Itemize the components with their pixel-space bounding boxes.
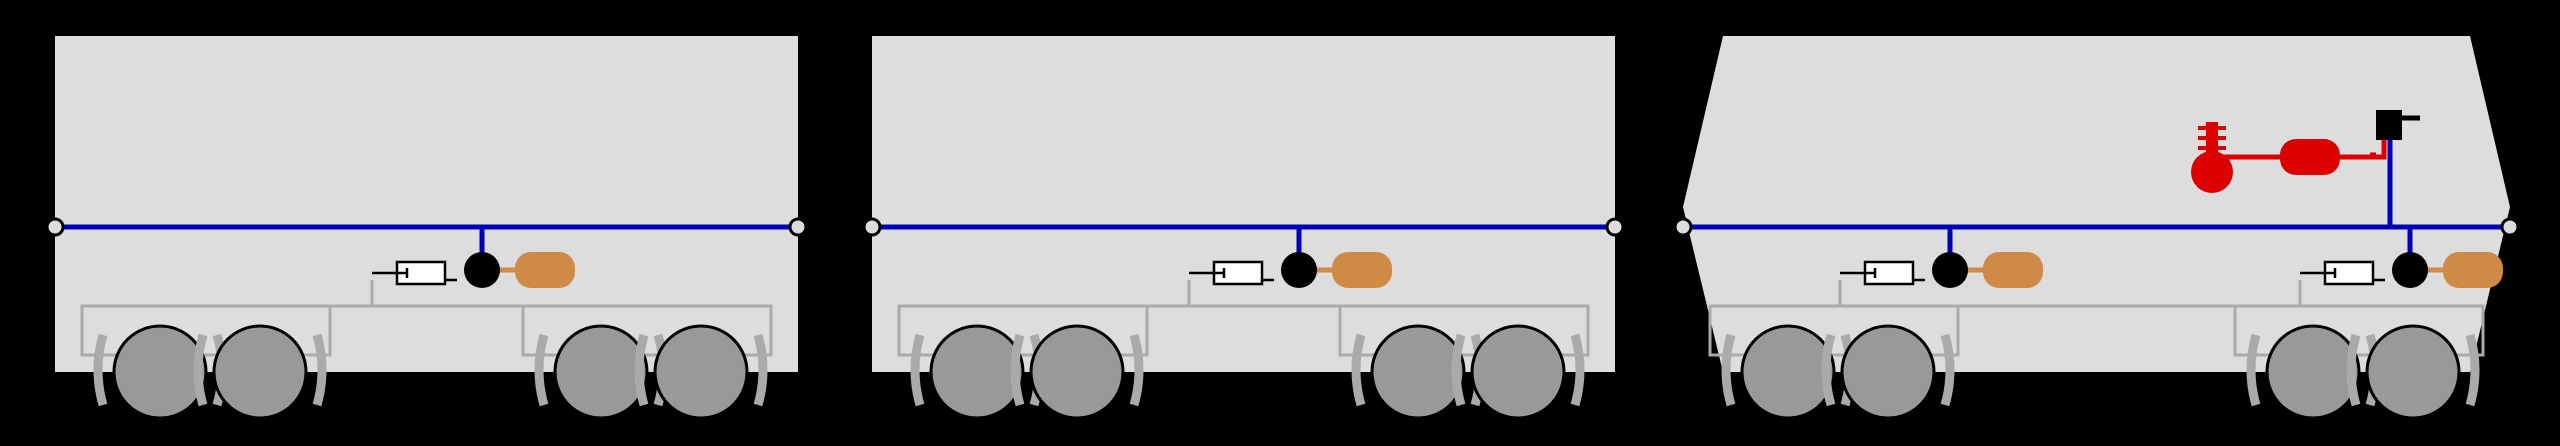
main-reservoir-icon xyxy=(2280,139,2340,175)
car-2 xyxy=(862,36,1625,420)
wheel-guard xyxy=(1351,333,1366,407)
compressor-cylinder xyxy=(2206,122,2218,162)
car-body xyxy=(1683,36,2510,372)
cylinder-piston-rod xyxy=(372,268,409,278)
wheel-guard xyxy=(193,333,208,407)
cylinder-piston-rod xyxy=(2300,268,2337,278)
hose-coupling-icon-right xyxy=(2500,217,2520,237)
wheel-icon xyxy=(212,324,308,420)
bogie xyxy=(2233,304,2485,420)
wheel-guard xyxy=(1129,333,1144,407)
bogie xyxy=(1708,304,1960,420)
wheel-guard xyxy=(753,333,768,407)
wheel-icon xyxy=(1029,324,1125,420)
supply-pipe xyxy=(2210,140,2387,160)
wheel-icon xyxy=(653,324,749,420)
distributor-valve-icon xyxy=(2392,252,2428,288)
hose-coupling-icon-left xyxy=(45,217,65,237)
bogie-frame xyxy=(2233,304,2485,357)
hose-coupling-icon-right xyxy=(788,217,808,237)
brake-unit xyxy=(370,227,575,306)
bogie xyxy=(1338,304,1590,420)
wheel-icon xyxy=(1740,324,1836,420)
brake-unit xyxy=(2298,227,2503,306)
cylinder-piston-rod xyxy=(1840,268,1877,278)
wheel-icon xyxy=(1370,324,1466,420)
distributor-valve-icon xyxy=(1281,252,1317,288)
wheel-guard xyxy=(1570,333,1585,407)
brake-unit xyxy=(1187,227,1392,306)
bogie-frame xyxy=(1338,304,1590,357)
wheel-guard xyxy=(634,333,649,407)
bogie-frame xyxy=(897,304,1149,357)
hose-coupling-icon-left xyxy=(862,217,882,237)
wheel-guard xyxy=(534,333,549,407)
hose-coupling-icon-right xyxy=(1605,217,1625,237)
wheel-icon xyxy=(2365,324,2461,420)
bogie-frame xyxy=(521,304,773,357)
wheel-icon xyxy=(929,324,1025,420)
car-body xyxy=(55,36,798,372)
bogie xyxy=(897,304,1149,420)
wheel-guard xyxy=(2465,333,2480,407)
hose-coupling-icon-left xyxy=(1673,217,1693,237)
cylinder-piston-rod xyxy=(1189,268,1226,278)
wheel-guard xyxy=(1451,333,1466,407)
compressor-group xyxy=(2191,110,2420,227)
car-1 xyxy=(45,36,808,420)
wheel-icon xyxy=(2265,324,2361,420)
auxiliary-reservoir-icon xyxy=(515,252,575,288)
bogie-frame xyxy=(80,304,332,357)
wheel-guard xyxy=(2246,333,2261,407)
wheel-icon xyxy=(553,324,649,420)
distributor-valve-icon xyxy=(464,252,500,288)
distributor-valve-icon xyxy=(1932,252,1968,288)
air-compressor-icon xyxy=(2191,151,2233,193)
bogie xyxy=(80,304,332,420)
car-3 xyxy=(1673,36,2520,420)
auxiliary-reservoir-icon xyxy=(1332,252,1392,288)
wheel-guard xyxy=(910,333,925,407)
wheel-icon xyxy=(1470,324,1566,420)
wheel-guard xyxy=(312,333,327,407)
bogie xyxy=(521,304,773,420)
auxiliary-reservoir-icon xyxy=(2443,252,2503,288)
brake-unit xyxy=(1838,227,2043,306)
driver-brake-valve-icon xyxy=(2376,110,2402,140)
bogie-frame xyxy=(1708,304,1960,357)
wheel-guard xyxy=(93,333,108,407)
wheel-guard xyxy=(2346,333,2361,407)
wheel-guard xyxy=(1821,333,1836,407)
wheel-guard xyxy=(1721,333,1736,407)
car-body xyxy=(872,36,1615,372)
wheel-icon xyxy=(112,324,208,420)
auxiliary-reservoir-icon xyxy=(1983,252,2043,288)
wheel-icon xyxy=(1840,324,1936,420)
wheel-guard xyxy=(1010,333,1025,407)
wheel-guard xyxy=(1940,333,1955,407)
